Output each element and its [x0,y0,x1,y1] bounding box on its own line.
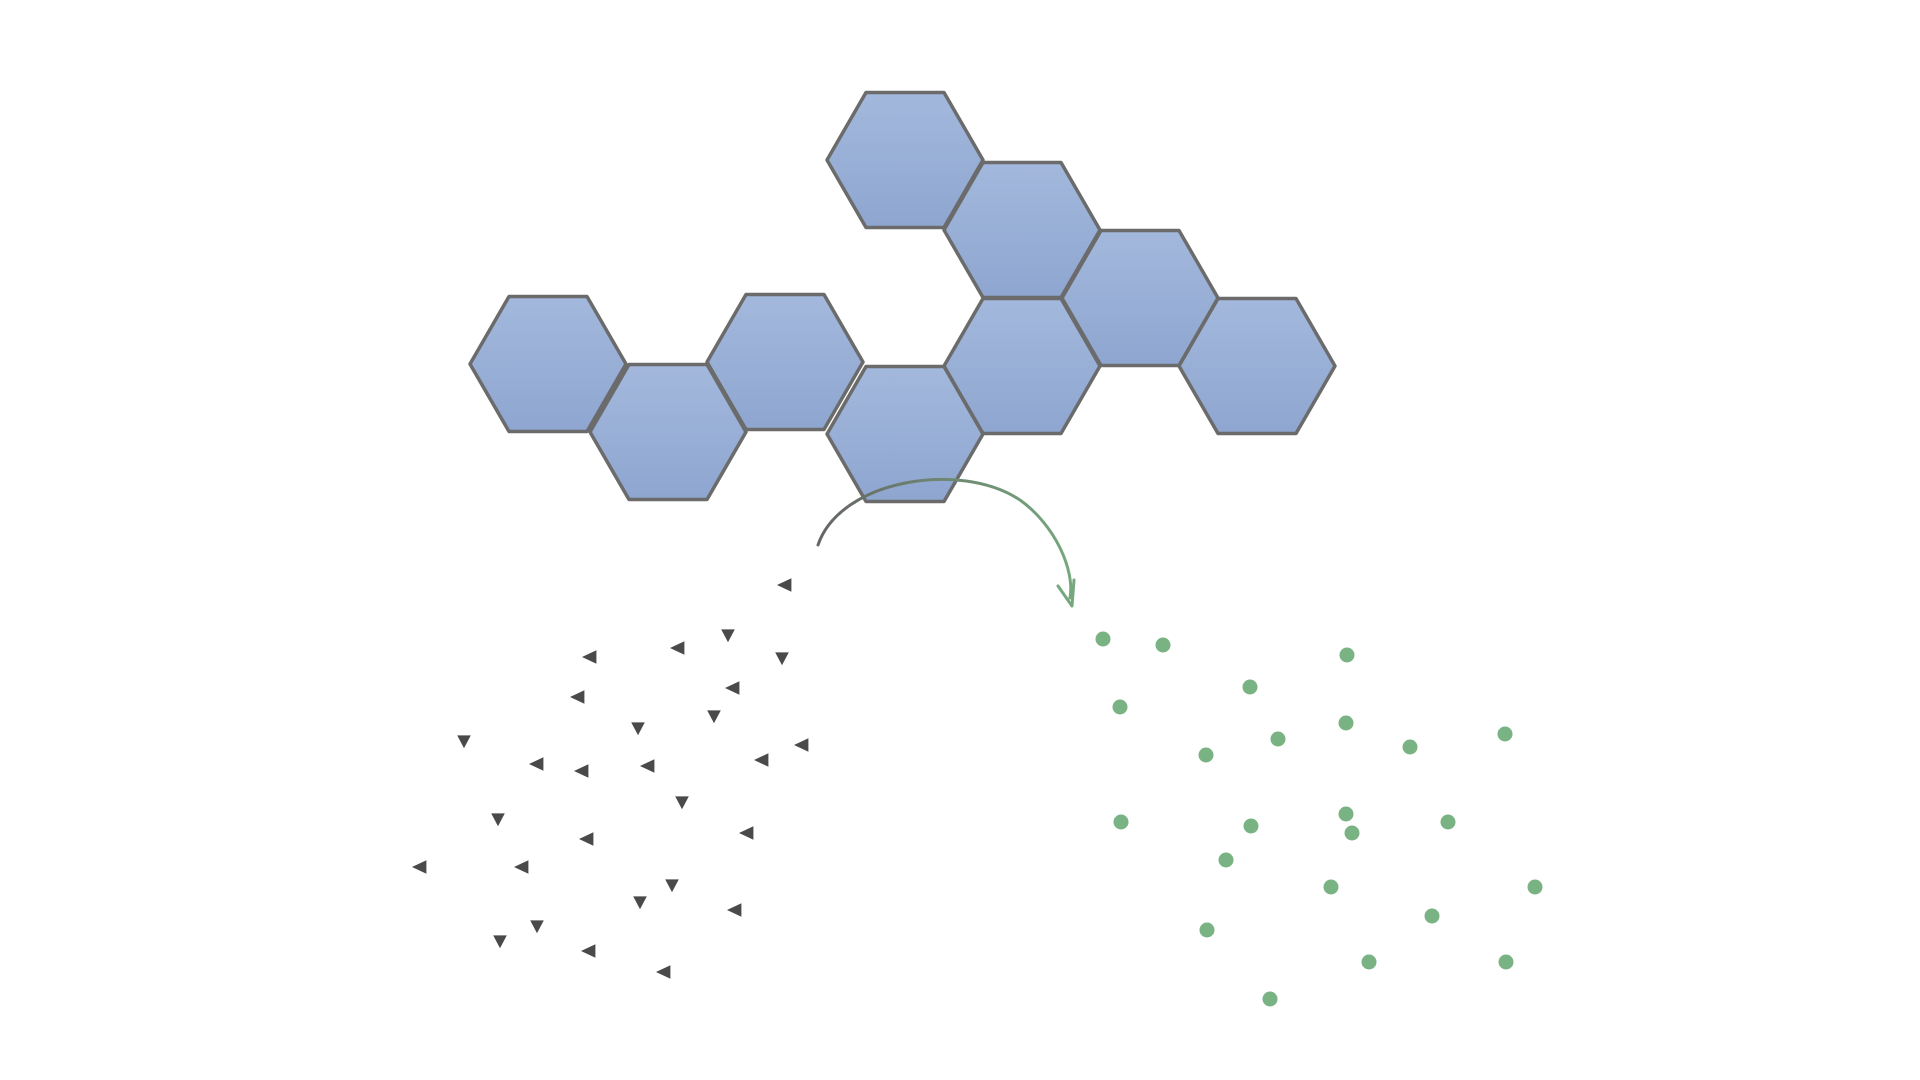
triangle-marker-10 [457,735,471,749]
triangle-marker-2 [582,650,597,664]
hexagon-4 [1177,296,1337,436]
triangle-marker-14 [754,753,769,767]
dot-marker-8 [1198,747,1214,763]
triangle-marker-26 [530,920,544,934]
dot-marker-19 [1199,922,1215,938]
dot-marker-21 [1361,954,1377,970]
transition-arrow [816,477,1076,608]
triangle-marker-15 [794,738,809,752]
dot-marker-20 [1424,908,1440,924]
triangle-marker-24 [727,903,742,917]
triangle-marker-16 [675,796,689,810]
triangle-marker-7 [570,690,585,704]
dot-marker-4 [1242,679,1258,695]
triangle-marker-9 [707,710,721,724]
dot-scatter [1095,631,1543,1007]
dot-marker-2 [1155,637,1171,653]
triangle-marker-5 [775,652,789,666]
triangle-scatter [412,578,809,979]
triangle-marker-22 [665,879,679,893]
dot-marker-23 [1262,991,1278,1007]
triangle-marker-20 [412,860,427,874]
dot-marker-12 [1243,818,1259,834]
dot-marker-15 [1440,814,1456,830]
dot-marker-3 [1339,647,1355,663]
triangle-marker-12 [574,764,589,778]
triangle-marker-18 [579,832,594,846]
dot-marker-22 [1498,954,1514,970]
triangle-marker-17 [491,813,505,827]
triangle-marker-25 [493,935,507,949]
dot-marker-1 [1095,631,1111,647]
triangle-marker-8 [631,722,645,736]
triangle-marker-19 [739,826,754,840]
hexagon-6 [825,364,985,504]
dot-marker-13 [1338,806,1354,822]
dot-marker-10 [1497,726,1513,742]
triangle-marker-1 [777,578,792,592]
hexagon-1 [825,90,985,230]
triangle-marker-28 [656,965,671,979]
triangle-marker-11 [529,757,544,771]
dot-marker-9 [1402,739,1418,755]
dot-marker-6 [1338,715,1354,731]
dot-marker-16 [1218,852,1234,868]
hexagon-8 [588,362,748,502]
dot-marker-7 [1270,731,1286,747]
hexagon-9 [468,294,628,434]
hexagon-cluster [468,90,1337,504]
triangle-marker-6 [725,681,740,695]
triangle-marker-23 [633,896,647,910]
dot-marker-5 [1112,699,1128,715]
arrow-curve [816,477,1073,600]
triangle-marker-4 [721,629,735,643]
dot-marker-14 [1344,825,1360,841]
triangle-marker-21 [514,860,529,874]
arrow-head [1056,578,1076,608]
triangle-marker-3 [670,641,685,655]
dot-marker-11 [1113,814,1129,830]
triangle-marker-13 [640,759,655,773]
dot-marker-17 [1323,879,1339,895]
dot-marker-18 [1527,879,1543,895]
triangle-marker-27 [581,944,596,958]
